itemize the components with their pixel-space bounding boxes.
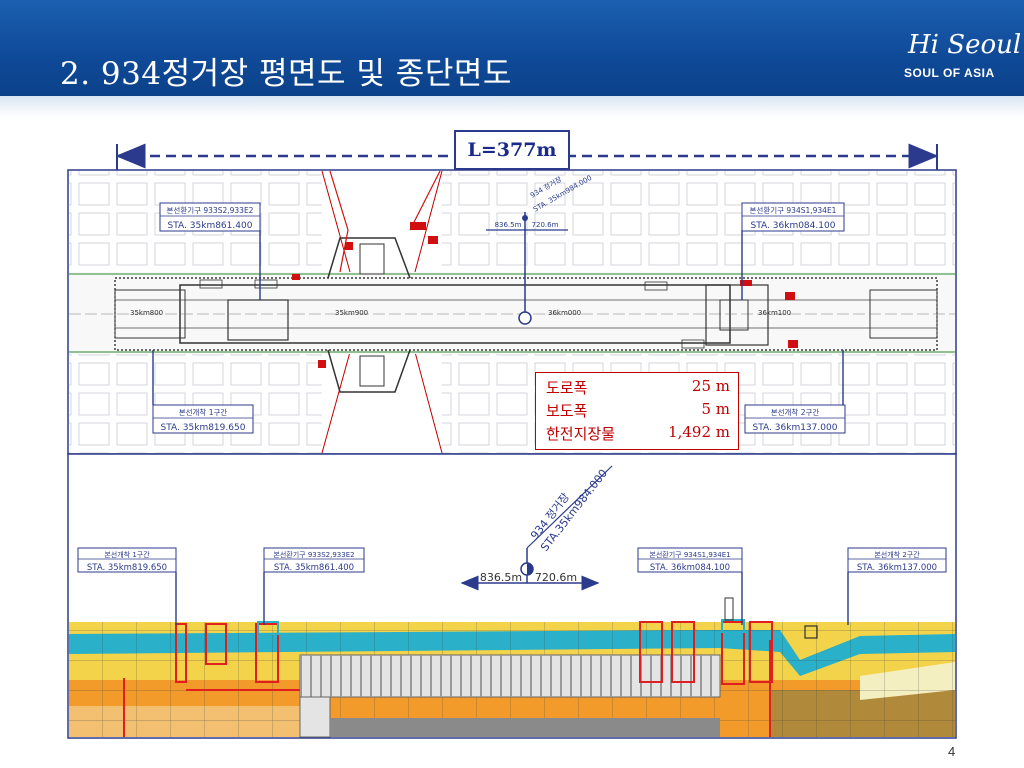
legend-row: 보도폭 5 m [546,400,730,420]
section-label-vent-934: 본선환기구 934S1,934E1 STA. 36km084.100 [637,547,743,573]
plan-vent-933-title: 본선환기구 933S2,933E2 [167,205,254,215]
plan-chainage: 35km800 35km900 36km000 36km100 [130,309,791,317]
plan-vent-934-sta: STA. 36km084.100 [751,221,836,231]
hi-seoul-logo: Hi Seoul SOUL OF ASIA [900,30,1021,90]
section-vent-934-sta: STA. 36km084.100 [650,563,730,573]
length-dimension-label: L=377m [454,130,570,170]
page-number: 4 [948,744,956,759]
header-bar [0,0,1024,104]
section-label-open-2: 본선개착 2구간 STA. 36km137.000 [847,547,947,573]
legend-key: 도로폭 [546,379,588,397]
legend-key: 한전지장물 [546,425,616,443]
plan-station-right: 720.6m [532,221,559,229]
section-leaders [175,572,849,625]
section-vent-934-title: 본선환기구 934S1,934E1 [649,550,730,559]
header-stripe [0,96,1024,118]
page-title: 2. 934정거장 평면도 및 종단면도 [60,56,512,92]
legend-value: 1,492 m [668,423,730,441]
section-view [67,453,957,739]
section-open-1-sta: STA. 35km819.650 [87,563,167,573]
section-open-2-sta: STA. 36km137.000 [857,563,937,573]
plan-label-open-1: 본선개착 1구간 STA. 35km819.650 [152,404,254,434]
chainage-label: 35km800 [130,309,163,317]
legend-row: 도로폭 25 m [546,377,730,397]
section-label-open-1: 본선개착 1구간 STA. 35km819.650 [77,547,177,573]
legend-value: 25 m [691,377,730,395]
plan-station-left: 836.5m [495,221,522,229]
section-label-vent-933: 본선환기구 933S2,933E2 STA. 35km861.400 [263,547,365,573]
plan-label-vent-934: 본선환기구 934S1,934E1 STA. 36km084.100 [741,202,845,232]
section-vent-933-title: 본선환기구 933S2,933E2 [273,550,354,559]
road-info-legend: 도로폭 25 m 보도폭 5 m 한전지장물 1,492 m [535,372,739,450]
legend-row: 한전지장물 1,492 m [546,423,730,443]
plan-open-2-sta: STA. 36km137.000 [753,423,838,433]
plan-vent-933-sta: STA. 35km861.400 [168,221,253,231]
logo-sub-text: SOUL OF ASIA [904,66,995,80]
chainage-label: 35km900 [335,309,368,317]
section-open-1-title: 본선개착 1구간 [104,550,150,559]
chainage-label: 36km000 [548,309,581,317]
legend-key: 보도폭 [546,402,588,420]
logo-main-text: Hi Seoul [908,30,1022,60]
section-open-2-title: 본선개착 2구간 [874,550,920,559]
legend-value: 5 m [701,400,730,418]
section-station-right: 720.6m [535,571,577,584]
plan-open-1-sta: STA. 35km819.650 [161,423,246,433]
section-vent-933-sta: STA. 35km861.400 [274,563,354,573]
plan-leaders [152,230,844,405]
plan-label-open-2: 본선개착 2구간 STA. 36km137.000 [744,404,846,434]
plan-open-1-title: 본선개착 1구간 [179,407,228,417]
chainage-label: 36km100 [758,309,791,317]
section-station-left: 836.5m [480,571,522,584]
plan-label-vent-933: 본선환기구 933S2,933E2 STA. 35km861.400 [159,202,261,232]
plan-vent-934-title: 본선환기구 934S1,934E1 [750,205,837,215]
plan-open-2-title: 본선개착 2구간 [771,407,820,417]
